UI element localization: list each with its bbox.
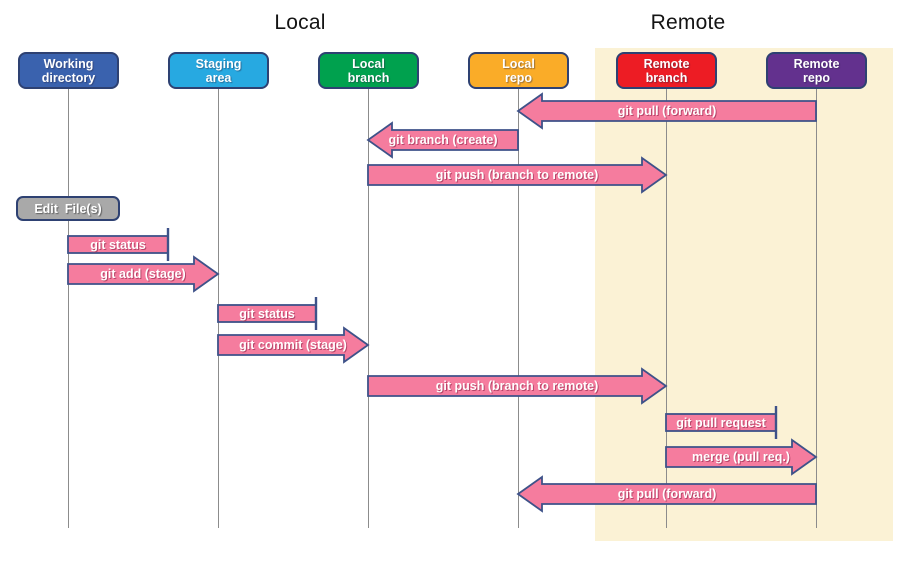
message-label: git pull (forward) (618, 487, 717, 501)
message-git-commit-stage: git commit (stage) (217, 326, 370, 364)
lifeline-remote-repo (816, 88, 817, 528)
message-label: git status (239, 307, 295, 321)
actor-remote-repo: Remote repo (766, 52, 867, 89)
message-merge-pull-req: merge (pull req.) (665, 438, 818, 476)
arrow-right-shape (367, 367, 668, 405)
message-git-push-branch-to-remote-2: git push (branch to remote) (367, 367, 668, 405)
message-git-pull-forward-top: git pull (forward) (516, 92, 817, 130)
actor-label-line: Staging (195, 56, 242, 71)
actor-label-line: Local (352, 56, 385, 71)
actor-label-line: repo (504, 70, 533, 85)
actor-label-line: directory (41, 70, 96, 85)
message-label: git pull (forward) (618, 104, 717, 118)
message-label: git push (branch to remote) (436, 168, 599, 182)
title-remote: Remote (650, 11, 726, 34)
actor-label-line: Working (43, 56, 94, 71)
message-label: git push (branch to remote) (436, 379, 599, 393)
message-git-push-branch-to-remote-1: git push (branch to remote) (367, 156, 668, 194)
message-label: git status (90, 238, 146, 252)
actor-staging-area: Staging area (168, 52, 269, 89)
title-local: Local (274, 11, 326, 34)
arrow-right-shape (217, 326, 370, 364)
message-git-pull-forward-bottom: git pull (forward) (516, 475, 817, 513)
actor-remote-branch: Remote branch (616, 52, 717, 89)
message-git-status-staging-area: git status (217, 297, 318, 330)
message-label: merge (pull req.) (692, 450, 790, 464)
actor-local-repo: Local repo (468, 52, 569, 89)
actor-label-line: area (205, 70, 232, 85)
actor-working-directory: Working directory (18, 52, 119, 89)
message-git-add-stage: git add (stage) (67, 255, 220, 293)
message-git-status-working-directory: git status (67, 228, 170, 261)
arrow-left-shape (366, 121, 519, 159)
actor-label-line: repo (802, 70, 831, 85)
message-label: git commit (stage) (239, 338, 347, 352)
message-git-pull-request: git pull request (665, 406, 778, 439)
message-label: git add (stage) (100, 267, 185, 281)
actor-local-branch: Local branch (318, 52, 419, 89)
actor-label-line: branch (347, 70, 390, 85)
arrow-right-shape (367, 156, 668, 194)
note-edit-files: Edit File(s) (16, 196, 120, 221)
actor-label-line: Local (502, 56, 535, 71)
lifeline-remote-branch (666, 88, 667, 528)
actor-label-line: branch (645, 70, 688, 85)
lifeline-local-branch (368, 88, 369, 528)
arrow-right-shape (67, 255, 220, 293)
arrow-left-shape (516, 92, 817, 130)
arrow-left-shape (516, 475, 817, 513)
message-label: git pull request (676, 416, 766, 430)
lifeline-local-repo (518, 88, 519, 528)
message-git-branch-create: git branch (create) (366, 121, 519, 159)
actor-label-line: Remote (793, 56, 840, 71)
actor-label-line: Remote (643, 56, 690, 71)
arrow-right-shape (665, 438, 818, 476)
lifeline-working-directory (68, 88, 69, 528)
message-label: git branch (create) (388, 133, 497, 147)
